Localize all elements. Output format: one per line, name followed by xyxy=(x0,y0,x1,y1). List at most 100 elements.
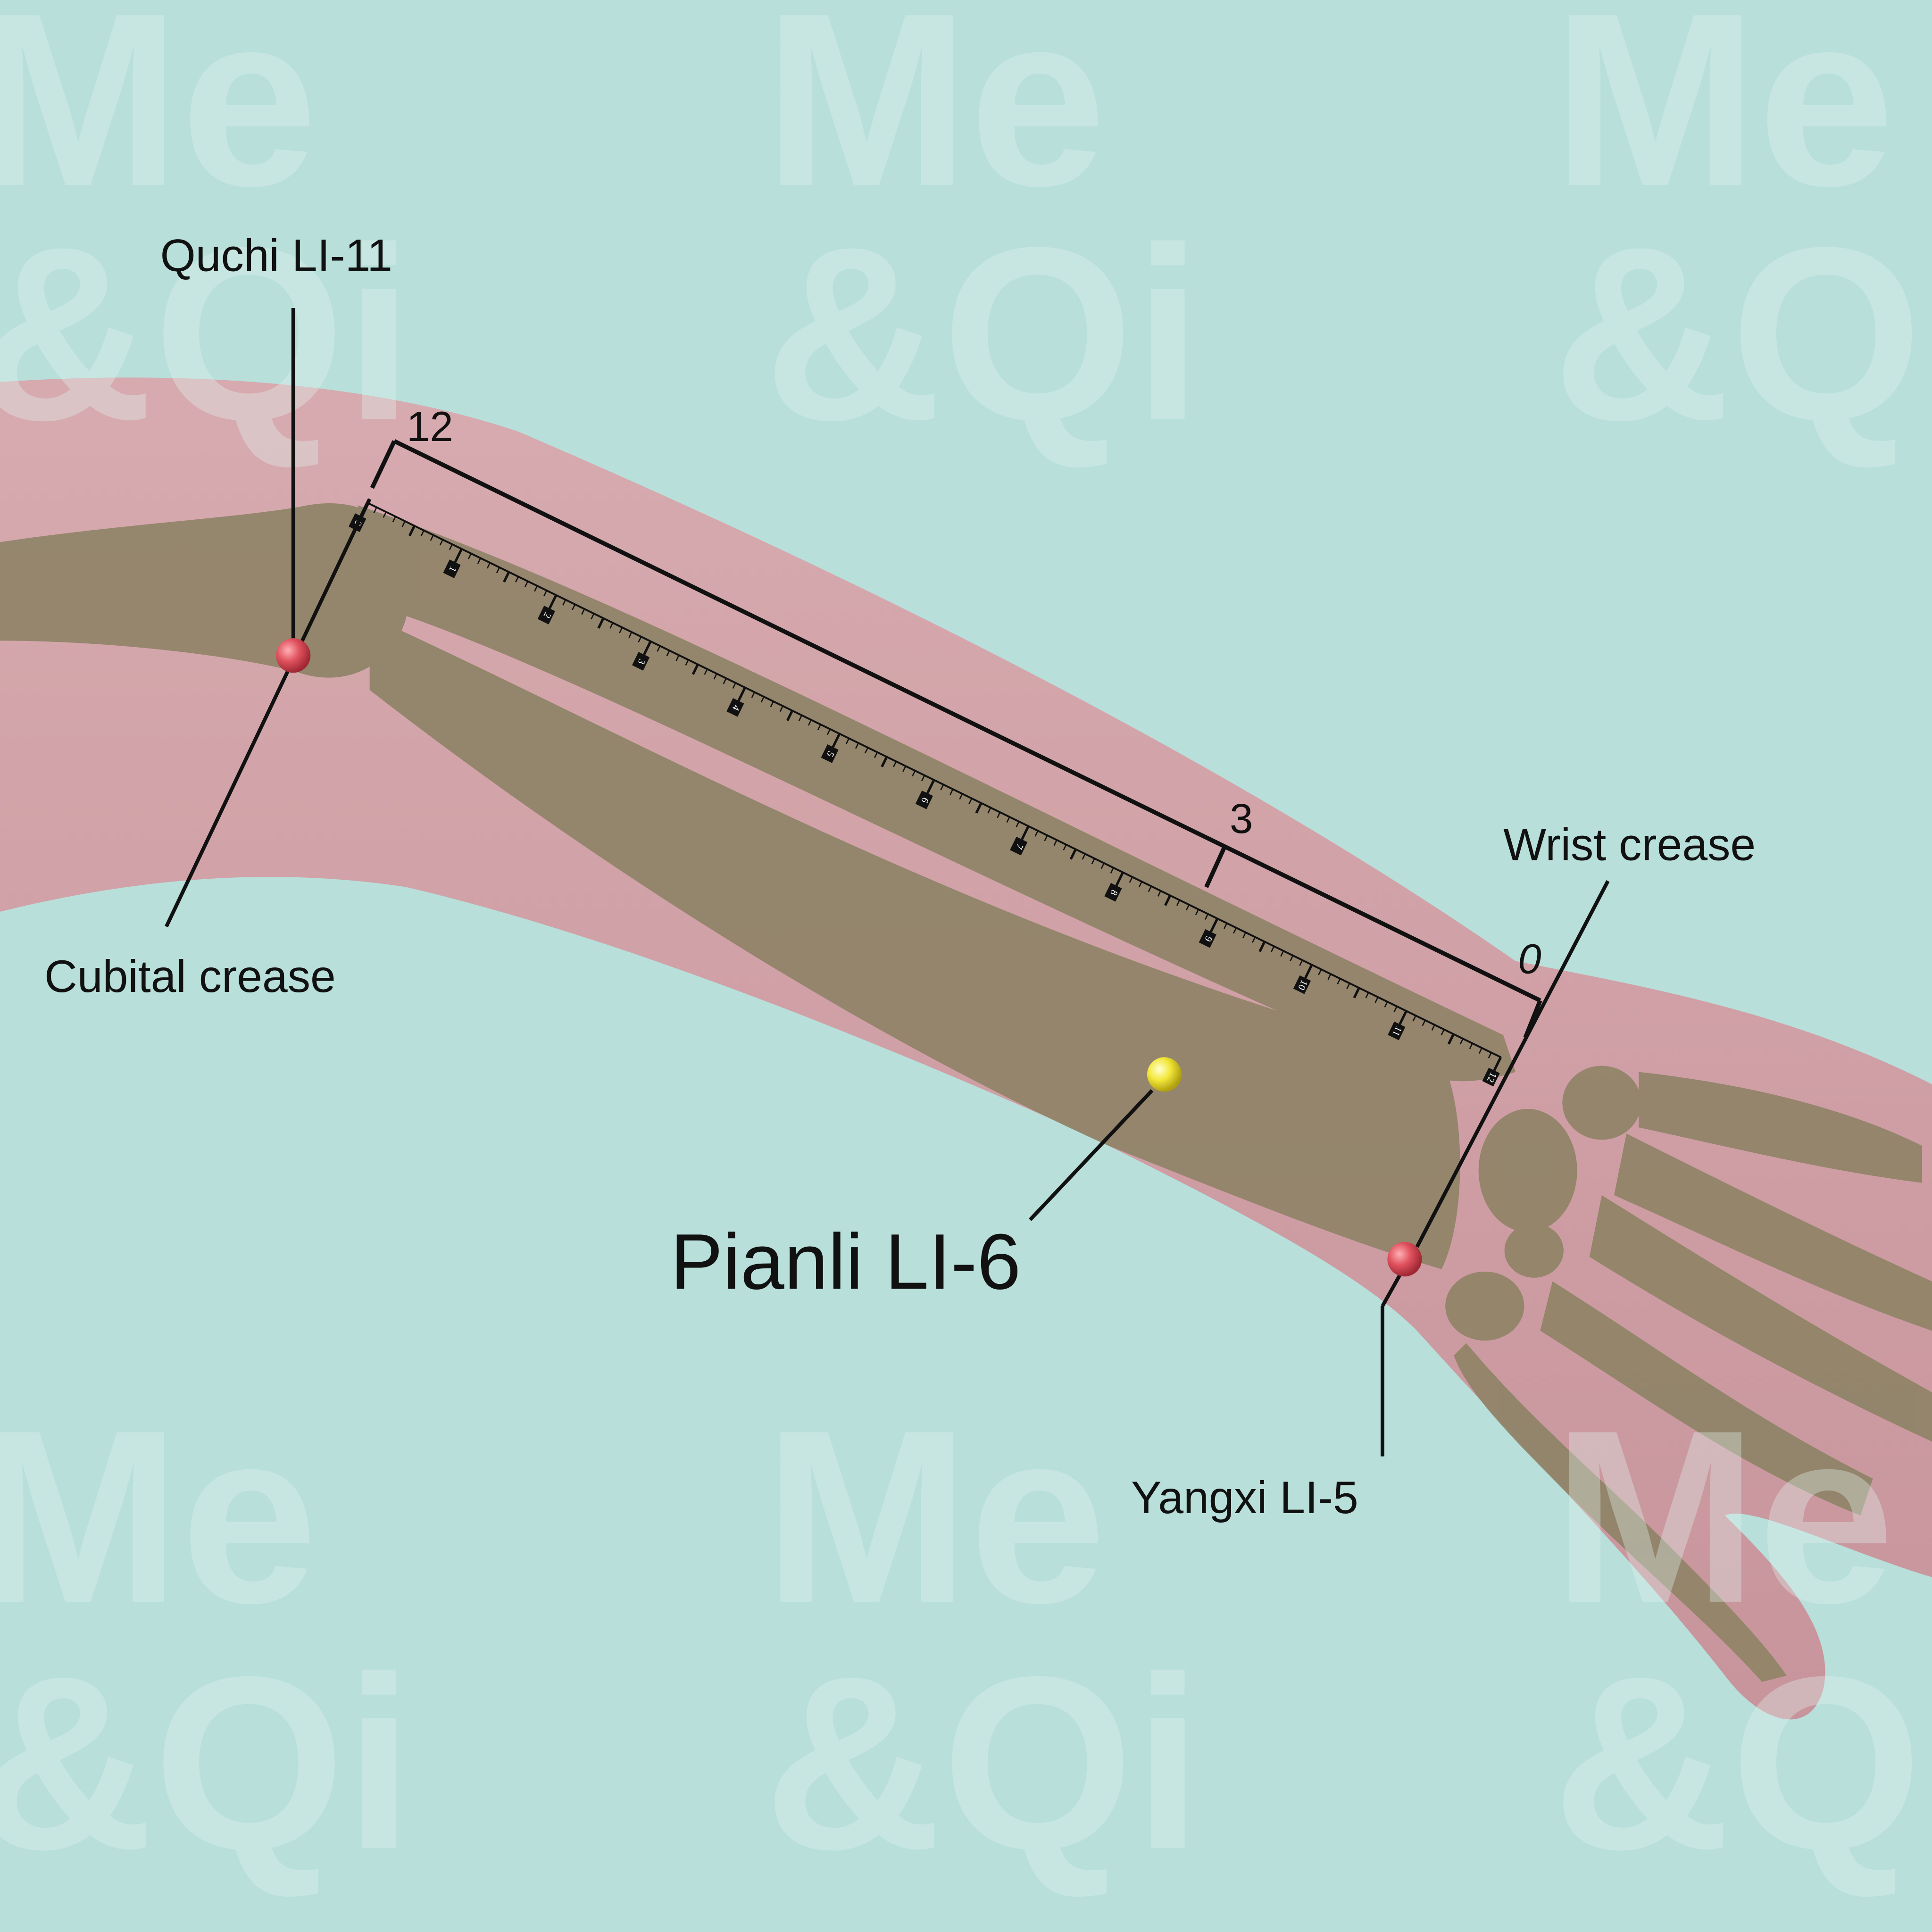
ruler-tick xyxy=(798,715,802,721)
yangxi-label: Yangxi LI-5 xyxy=(1131,1473,1358,1523)
svg-text:Me: Me xyxy=(764,0,1107,237)
ruler-tick xyxy=(534,585,538,592)
ruler-tick-label-bg xyxy=(915,790,933,809)
ruler-tick xyxy=(1399,1010,1407,1025)
ruler-tick xyxy=(1384,1001,1388,1008)
ruler-tick xyxy=(1365,992,1369,999)
ruler-tick xyxy=(893,761,897,767)
ruler-tick xyxy=(1195,909,1199,916)
ruler-tick xyxy=(1082,853,1086,860)
ruler-tick-label-bg xyxy=(1199,929,1216,948)
ruler-tick xyxy=(881,756,888,767)
ruler-tick xyxy=(1100,863,1105,869)
ruler-tick xyxy=(543,590,548,597)
ruler-tick xyxy=(855,742,859,749)
ruler-tick-label-bg xyxy=(1388,1021,1406,1041)
ruler-tick xyxy=(581,608,585,615)
ruler-tick xyxy=(732,683,736,689)
svg-text:Me: Me xyxy=(0,1379,318,1654)
ruler-tick xyxy=(408,525,416,537)
wrist-crease-label: Wrist crease xyxy=(1503,819,1756,870)
ruler-tick xyxy=(1115,872,1124,886)
pianli-leader xyxy=(1028,1089,1154,1221)
ruler-tick xyxy=(572,604,576,610)
radius xyxy=(369,616,1460,1269)
ruler-tick xyxy=(737,687,746,701)
yangxi-point[interactable] xyxy=(1387,1242,1422,1277)
ruler-tick xyxy=(496,567,500,574)
ruler-tick xyxy=(454,548,463,563)
ruler-tick xyxy=(524,581,529,587)
ruler-tick xyxy=(657,645,661,652)
ruler-tick xyxy=(1447,1033,1455,1045)
ruler-tick xyxy=(987,807,991,814)
ruler-tick xyxy=(1006,816,1010,823)
ruler-tick xyxy=(1204,914,1209,920)
ruler-tick-label-bg xyxy=(537,606,555,625)
measure-label-12: 12 xyxy=(407,403,453,450)
ruler-tick xyxy=(1063,844,1067,851)
svg-text:&Qi: &Qi xyxy=(764,1625,1202,1900)
ruler-tick xyxy=(832,733,841,748)
ruler-tick xyxy=(926,779,935,794)
ruler-tick xyxy=(845,738,850,744)
ruler-tick xyxy=(1271,946,1275,952)
ruler-tick xyxy=(1393,1006,1398,1012)
ruler-tick xyxy=(1469,1043,1473,1049)
ruler-tick-label-bg xyxy=(1010,836,1028,856)
ruler-tick-label-bg xyxy=(632,652,650,671)
ruler-tick xyxy=(1422,1020,1426,1026)
ruler-tick xyxy=(1346,983,1350,989)
ruler-tick xyxy=(1233,927,1237,934)
ruler-tick xyxy=(1252,937,1256,943)
carpal xyxy=(1478,1109,1577,1232)
ruler-tick xyxy=(503,571,510,583)
ruler-tick xyxy=(902,766,907,772)
ruler-tick xyxy=(685,659,689,666)
ruler-tick xyxy=(912,770,916,777)
ruler-tick xyxy=(643,641,652,655)
ruler-tick xyxy=(1353,987,1360,999)
ruler-tick xyxy=(1280,950,1284,957)
ruler-tick xyxy=(486,562,491,569)
pianli-point[interactable] xyxy=(1147,1057,1182,1092)
ruler-tick xyxy=(1337,978,1341,985)
ruler-tick xyxy=(392,516,396,523)
ruler-tick xyxy=(420,530,425,536)
ruler-tick xyxy=(1016,821,1020,828)
ruler-tick xyxy=(874,752,878,758)
svg-text:Me: Me xyxy=(764,1379,1107,1654)
svg-text:Me: Me xyxy=(0,0,318,237)
carpal xyxy=(1504,1223,1564,1278)
svg-text:&Qi: &Qi xyxy=(764,196,1202,471)
ruler-tick xyxy=(959,793,963,800)
ruler-tick xyxy=(1441,1029,1445,1035)
ruler-tick-label-bg xyxy=(1482,1067,1500,1087)
ruler-tick xyxy=(940,784,944,791)
ruler-tick xyxy=(826,729,831,735)
ruler-tick xyxy=(439,539,443,546)
ruler-tick xyxy=(968,798,973,805)
quchi-point[interactable] xyxy=(276,638,311,673)
ruler-tick xyxy=(1148,886,1152,892)
cubital-crease-leader xyxy=(165,498,372,928)
metacarpal xyxy=(1589,1195,1932,1442)
ruler-tick xyxy=(562,599,566,606)
ruler-tick xyxy=(1129,876,1133,883)
ruler-tick xyxy=(548,594,558,609)
metacarpal xyxy=(1540,1281,1873,1516)
ruler-tick xyxy=(713,673,717,680)
svg-text:&Qi: &Qi xyxy=(0,1625,414,1900)
ruler-tick xyxy=(770,701,774,708)
ruler-tick xyxy=(1493,1057,1502,1071)
ruler-tick xyxy=(1034,830,1039,837)
ruler-tick xyxy=(638,636,642,643)
ruler-tick xyxy=(675,655,680,661)
ruler-tick xyxy=(817,724,821,731)
ruler-tick xyxy=(779,706,783,712)
ruler-tick-label-bg xyxy=(1293,975,1311,994)
pianli-label: Pianli LI-6 xyxy=(670,1218,1021,1306)
ruler-tick xyxy=(949,789,954,795)
